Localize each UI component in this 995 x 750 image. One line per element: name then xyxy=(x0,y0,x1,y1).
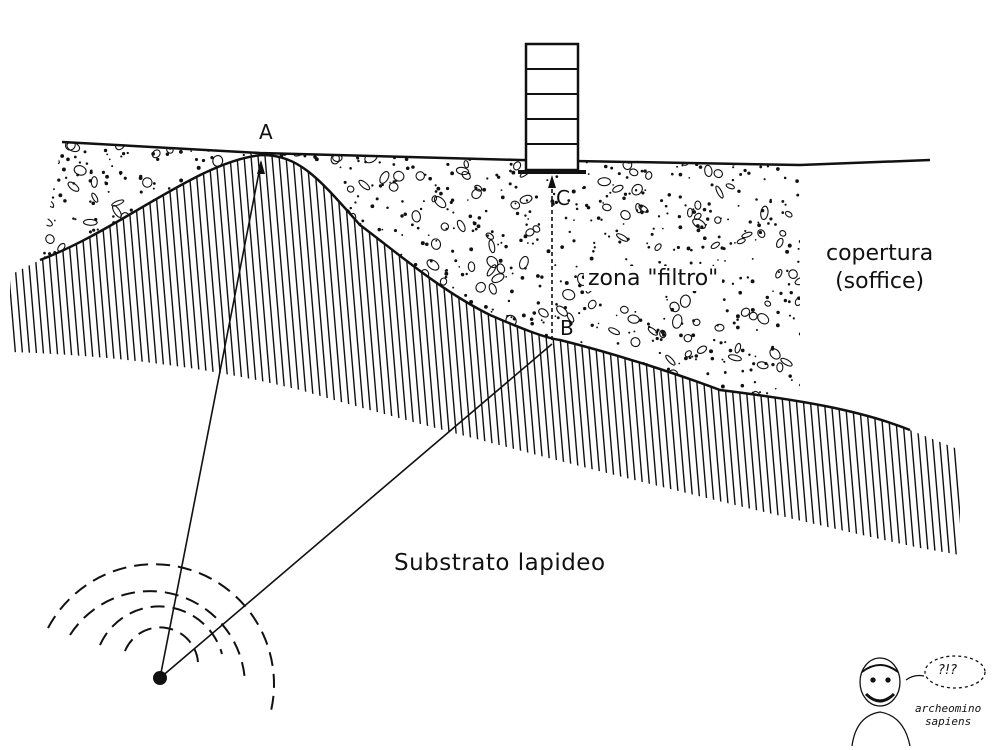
cover-label: copertura (soffice) xyxy=(826,240,933,296)
archeomino-logo xyxy=(851,655,986,747)
point-c-label: C xyxy=(556,186,570,210)
logo-line1: archeomino xyxy=(915,702,982,715)
point-b-label: B xyxy=(560,316,574,340)
logo-line2: sapiens xyxy=(924,715,972,728)
rock-surface-line xyxy=(39,153,911,432)
logo-bubble-text: ?!? xyxy=(938,663,958,678)
substrate-label: Substrato lapideo xyxy=(394,550,606,576)
cover-label-line1: copertura xyxy=(826,241,934,266)
seismic-source-point xyxy=(153,671,167,685)
ground-surface-line xyxy=(61,140,931,167)
instrument-column xyxy=(518,42,586,174)
point-a-label: A xyxy=(259,120,273,144)
cover-label-line2: (soffice) xyxy=(835,269,925,294)
filter-zone-label: zona "filtro" xyxy=(584,266,723,291)
wave-rays xyxy=(159,160,556,679)
wavefront-arcs xyxy=(47,563,275,716)
logo-text: archeomino sapiens xyxy=(915,702,981,728)
rock-substrate-hatch xyxy=(10,155,960,555)
